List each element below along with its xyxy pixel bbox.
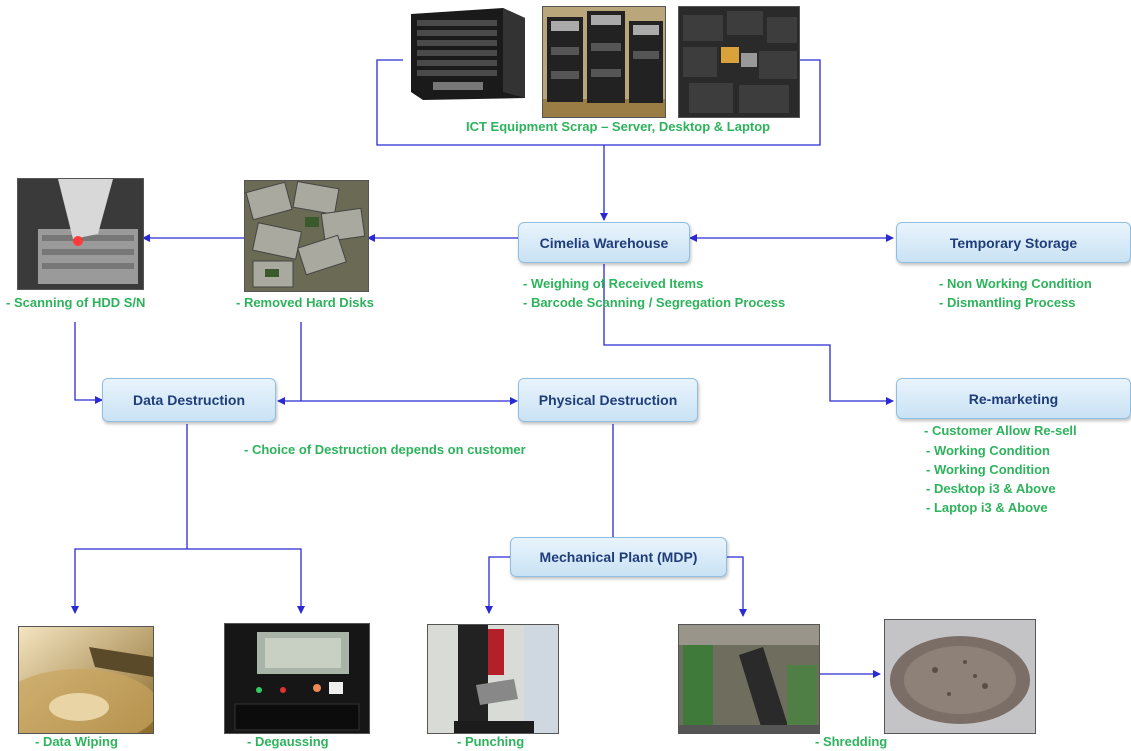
to-degaussing-arrow	[187, 548, 305, 614]
warehouse-node: Cimelia Warehouse	[518, 222, 690, 263]
source-label: ICT Equipment Scrap – Server, Desktop & …	[466, 119, 771, 134]
scanning-to-data-destruction-arrow	[74, 322, 103, 404]
scanning-label: - Scanning of HDD S/N	[6, 295, 146, 310]
warehouse-to-remarketing-arrow	[603, 264, 894, 405]
remarketing-note-2: - Working Condition	[926, 443, 1050, 458]
shredding-label: - Shredding	[815, 734, 888, 749]
remarketing-note-3: - Working Condition	[926, 462, 1050, 477]
server-photo	[403, 6, 529, 100]
removed-disks-photo	[244, 180, 369, 292]
remarketing-note-1: - Customer Allow Re-sell	[924, 423, 1077, 438]
data-destruction-split-line	[71, 424, 188, 614]
warehouse-note-1: - Weighing of Received Items	[523, 276, 704, 291]
shredded-output-photo	[884, 619, 1036, 734]
source-bracket-line	[376, 59, 821, 146]
storage-note-1: - Non Working Condition	[939, 276, 1092, 291]
mechanical-plant-node: Mechanical Plant (MDP)	[510, 537, 727, 577]
mdp-to-punching-arrow	[485, 556, 510, 614]
data-wiping-photo	[18, 626, 154, 734]
physical-destruction-node: Physical Destruction	[518, 378, 698, 422]
remarketing-note-5: - Laptop i3 & Above	[926, 500, 1048, 515]
data-destruction-node: Data Destruction	[102, 378, 276, 422]
mdp-to-shredding-arrow	[727, 556, 747, 617]
punching-photo	[427, 624, 559, 734]
remarketing-note-4: - Desktop i3 & Above	[926, 481, 1056, 496]
punching-label: - Punching	[457, 734, 525, 749]
temporary-storage-node: Temporary Storage	[896, 222, 1131, 263]
degaussing-label: - Degaussing	[247, 734, 329, 749]
removed-disks-label: - Removed Hard Disks	[236, 295, 374, 310]
choice-note: - Choice of Destruction depends on custo…	[244, 442, 526, 457]
shredder-photo	[678, 624, 820, 734]
warehouse-note-2: - Barcode Scanning / Segregation Process	[523, 295, 786, 310]
hdd-scanning-photo	[17, 178, 144, 290]
storage-note-2: - Dismantling Process	[939, 295, 1076, 310]
remarketing-node: Re-marketing	[896, 378, 1131, 419]
degaussing-photo	[224, 623, 370, 734]
laptops-photo	[678, 6, 800, 118]
desktops-photo	[542, 6, 666, 118]
data-wiping-label: - Data Wiping	[35, 734, 118, 749]
